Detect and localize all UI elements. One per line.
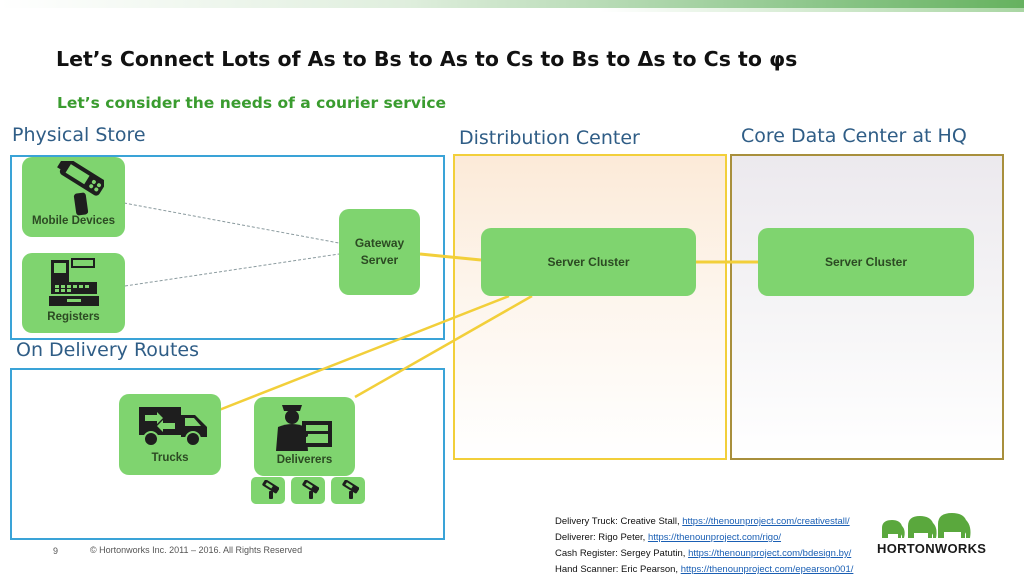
dc-server-cluster-node[interactable]: Server Cluster (481, 228, 696, 296)
top-accent-bar-secondary (600, 8, 1024, 12)
scanner-device-1[interactable] (251, 477, 285, 504)
registers-label: Registers (47, 311, 100, 323)
hand-scanner-icon (262, 480, 279, 499)
gateway-label-line2: Server (360, 253, 399, 267)
core-data-center-zone (730, 154, 1004, 460)
trucks-node[interactable]: Trucks (119, 394, 221, 475)
delivery-routes-zone (10, 368, 445, 540)
physical-store-zone (10, 155, 445, 340)
link-gateway-dc (419, 252, 482, 262)
credit-line: Hand Scanner: Eric Pearson, https://then… (555, 562, 853, 578)
dashed-link-registers-gateway (124, 253, 340, 287)
deliverers-node[interactable]: Deliverers (254, 397, 355, 476)
deliverer-icon (276, 405, 332, 451)
credit-link[interactable]: https://thenounproject.com/bdesign.by/ (688, 548, 852, 559)
trucks-label: Trucks (151, 452, 189, 464)
scanner-device-2[interactable] (291, 477, 325, 504)
link-trucks-dc (213, 294, 510, 414)
credit-line: Deliverer: Rigo Peter, https://thenounpr… (555, 530, 853, 546)
credit-line: Cash Register: Sergey Patutin, https://t… (555, 546, 853, 562)
distribution-center-zone (453, 154, 727, 460)
hand-scanner-icon (342, 480, 359, 499)
scanner-device-3[interactable] (331, 477, 365, 504)
zone-label-core-data-center: Core Data Center at HQ (741, 125, 967, 147)
gateway-label-line1: Gateway (354, 236, 405, 250)
hq-server-cluster-label: Server Cluster (824, 254, 908, 269)
credit-text: Deliverer: Rigo Peter, (555, 532, 648, 543)
credit-text: Cash Register: Sergey Patutin, (555, 548, 689, 559)
page-number: 9 (53, 546, 59, 556)
hand-scanner-icon (302, 480, 319, 499)
slide-subtitle: Let’s consider the needs of a courier se… (57, 94, 447, 112)
credit-line: Delivery Truck: Creative Stall, https://… (555, 514, 853, 530)
deliverers-label: Deliverers (276, 454, 333, 466)
icon-credits: Delivery Truck: Creative Stall, https://… (555, 514, 853, 578)
slide-title: Let’s Connect Lots of As to Bs to As to … (56, 47, 798, 71)
top-accent-bar (0, 0, 1024, 8)
hortonworks-elephants-logo (882, 513, 971, 538)
credit-text: Hand Scanner: Eric Pearson, (555, 564, 681, 575)
zone-label-physical-store: Physical Store (12, 124, 146, 146)
mobile-devices-label: Mobile Devices (31, 215, 116, 227)
dc-server-cluster-label: Server Cluster (547, 254, 630, 269)
link-deliverers-dc (354, 294, 533, 399)
zone-label-delivery-routes: On Delivery Routes (16, 339, 199, 361)
delivery-truck-icon (139, 407, 207, 447)
credit-link[interactable]: https://thenounproject.com/epearson001/ (680, 564, 854, 575)
registers-node[interactable]: Registers (22, 253, 125, 333)
hand-scanner-icon (57, 161, 104, 216)
credit-link[interactable]: https://thenounproject.com/rigo/ (647, 532, 782, 543)
credit-link[interactable]: https://thenounproject.com/creativestall… (682, 516, 850, 527)
hortonworks-logo-text: HORTONWORKS (877, 541, 987, 556)
zone-label-distribution-center: Distribution Center (459, 127, 640, 149)
gateway-server-node[interactable]: Gateway Server (339, 209, 420, 295)
hq-server-cluster-node[interactable]: Server Cluster (758, 228, 974, 296)
cash-register-icon (49, 258, 99, 306)
dashed-link-mobile-gateway (123, 202, 340, 244)
mobile-devices-node[interactable]: Mobile Devices (22, 157, 125, 237)
copyright-notice: © Hortonworks Inc. 2011 – 2016. All Righ… (90, 545, 303, 555)
credit-text: Delivery Truck: Creative Stall, (555, 516, 683, 527)
